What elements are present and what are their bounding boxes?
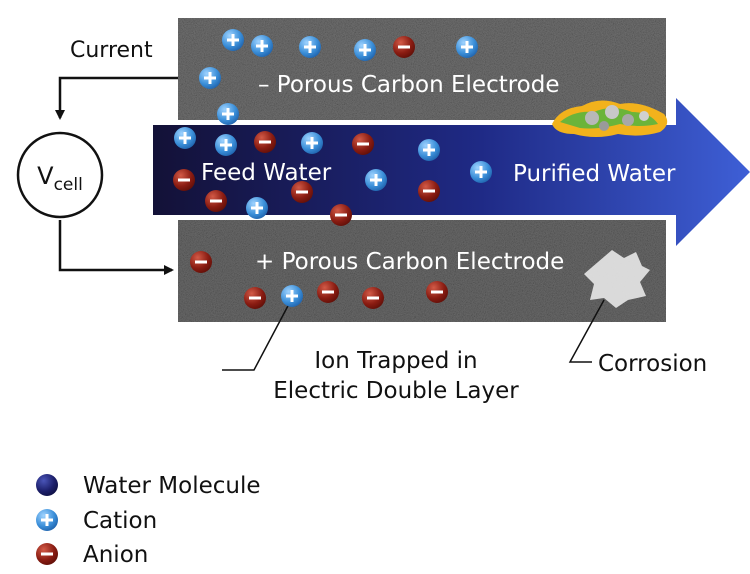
cation-ion — [222, 29, 244, 51]
legend-water-molecule-label: Water Molecule — [83, 473, 261, 499]
cation-ion — [217, 103, 239, 125]
anion-ion — [330, 204, 352, 226]
top-electrode-label: – Porous Carbon Electrode — [258, 72, 560, 98]
cation-ion — [251, 35, 273, 57]
cation-ion — [354, 39, 376, 61]
vcell-main: V — [37, 162, 54, 190]
cation-ion — [215, 134, 237, 156]
fouling-molecule — [552, 100, 668, 137]
anion-ion — [393, 36, 415, 58]
anion-ion — [362, 287, 384, 309]
anion-ion — [291, 181, 313, 203]
anion-ion — [426, 281, 448, 303]
ion-trapped-leader — [222, 301, 291, 371]
ion-trapped-label-line1: Ion Trapped in — [314, 348, 477, 374]
anion-ion — [173, 169, 195, 191]
anion-ion — [352, 133, 374, 155]
legend-anion-label: Anion — [83, 542, 148, 568]
anion-ion — [317, 281, 339, 303]
cation-ion — [299, 36, 321, 58]
corrosion-patch — [584, 250, 650, 308]
cation-ion — [365, 169, 387, 191]
cation-ion — [281, 285, 303, 307]
ion-trapped-label-line2: Electric Double Layer — [273, 378, 519, 404]
voltage-source — [16, 131, 104, 219]
legend-anion-icon — [36, 543, 58, 565]
anion-ion — [244, 287, 266, 309]
corrosion-leader — [568, 299, 605, 363]
circuit — [55, 76, 178, 275]
purified-water-label: Purified Water — [513, 161, 676, 187]
legend-cation-icon — [36, 509, 58, 531]
top-electrode — [178, 18, 666, 120]
anion-ion — [254, 131, 276, 153]
corrosion-label: Corrosion — [598, 351, 707, 377]
ions — [173, 29, 492, 309]
vcell-label: Vcell — [37, 162, 83, 195]
vcell-sub: cell — [54, 175, 83, 195]
legend-cation-label: Cation — [83, 508, 157, 534]
legend-water-molecule-icon — [36, 474, 58, 496]
cation-ion — [456, 36, 478, 58]
cation-ion — [246, 197, 268, 219]
legend: Water Molecule Cation Anion — [36, 473, 261, 568]
current-label: Current — [70, 38, 153, 63]
anion-ion — [418, 180, 440, 202]
anion-ion — [190, 251, 212, 273]
feed-water-label: Feed Water — [201, 160, 332, 186]
cation-ion — [199, 67, 221, 89]
bottom-electrode-label: + Porous Carbon Electrode — [255, 249, 564, 275]
cation-ion — [418, 139, 440, 161]
anion-ion — [205, 190, 227, 212]
cation-ion — [470, 161, 492, 183]
cation-ion — [301, 132, 323, 154]
cation-ion — [174, 127, 196, 149]
